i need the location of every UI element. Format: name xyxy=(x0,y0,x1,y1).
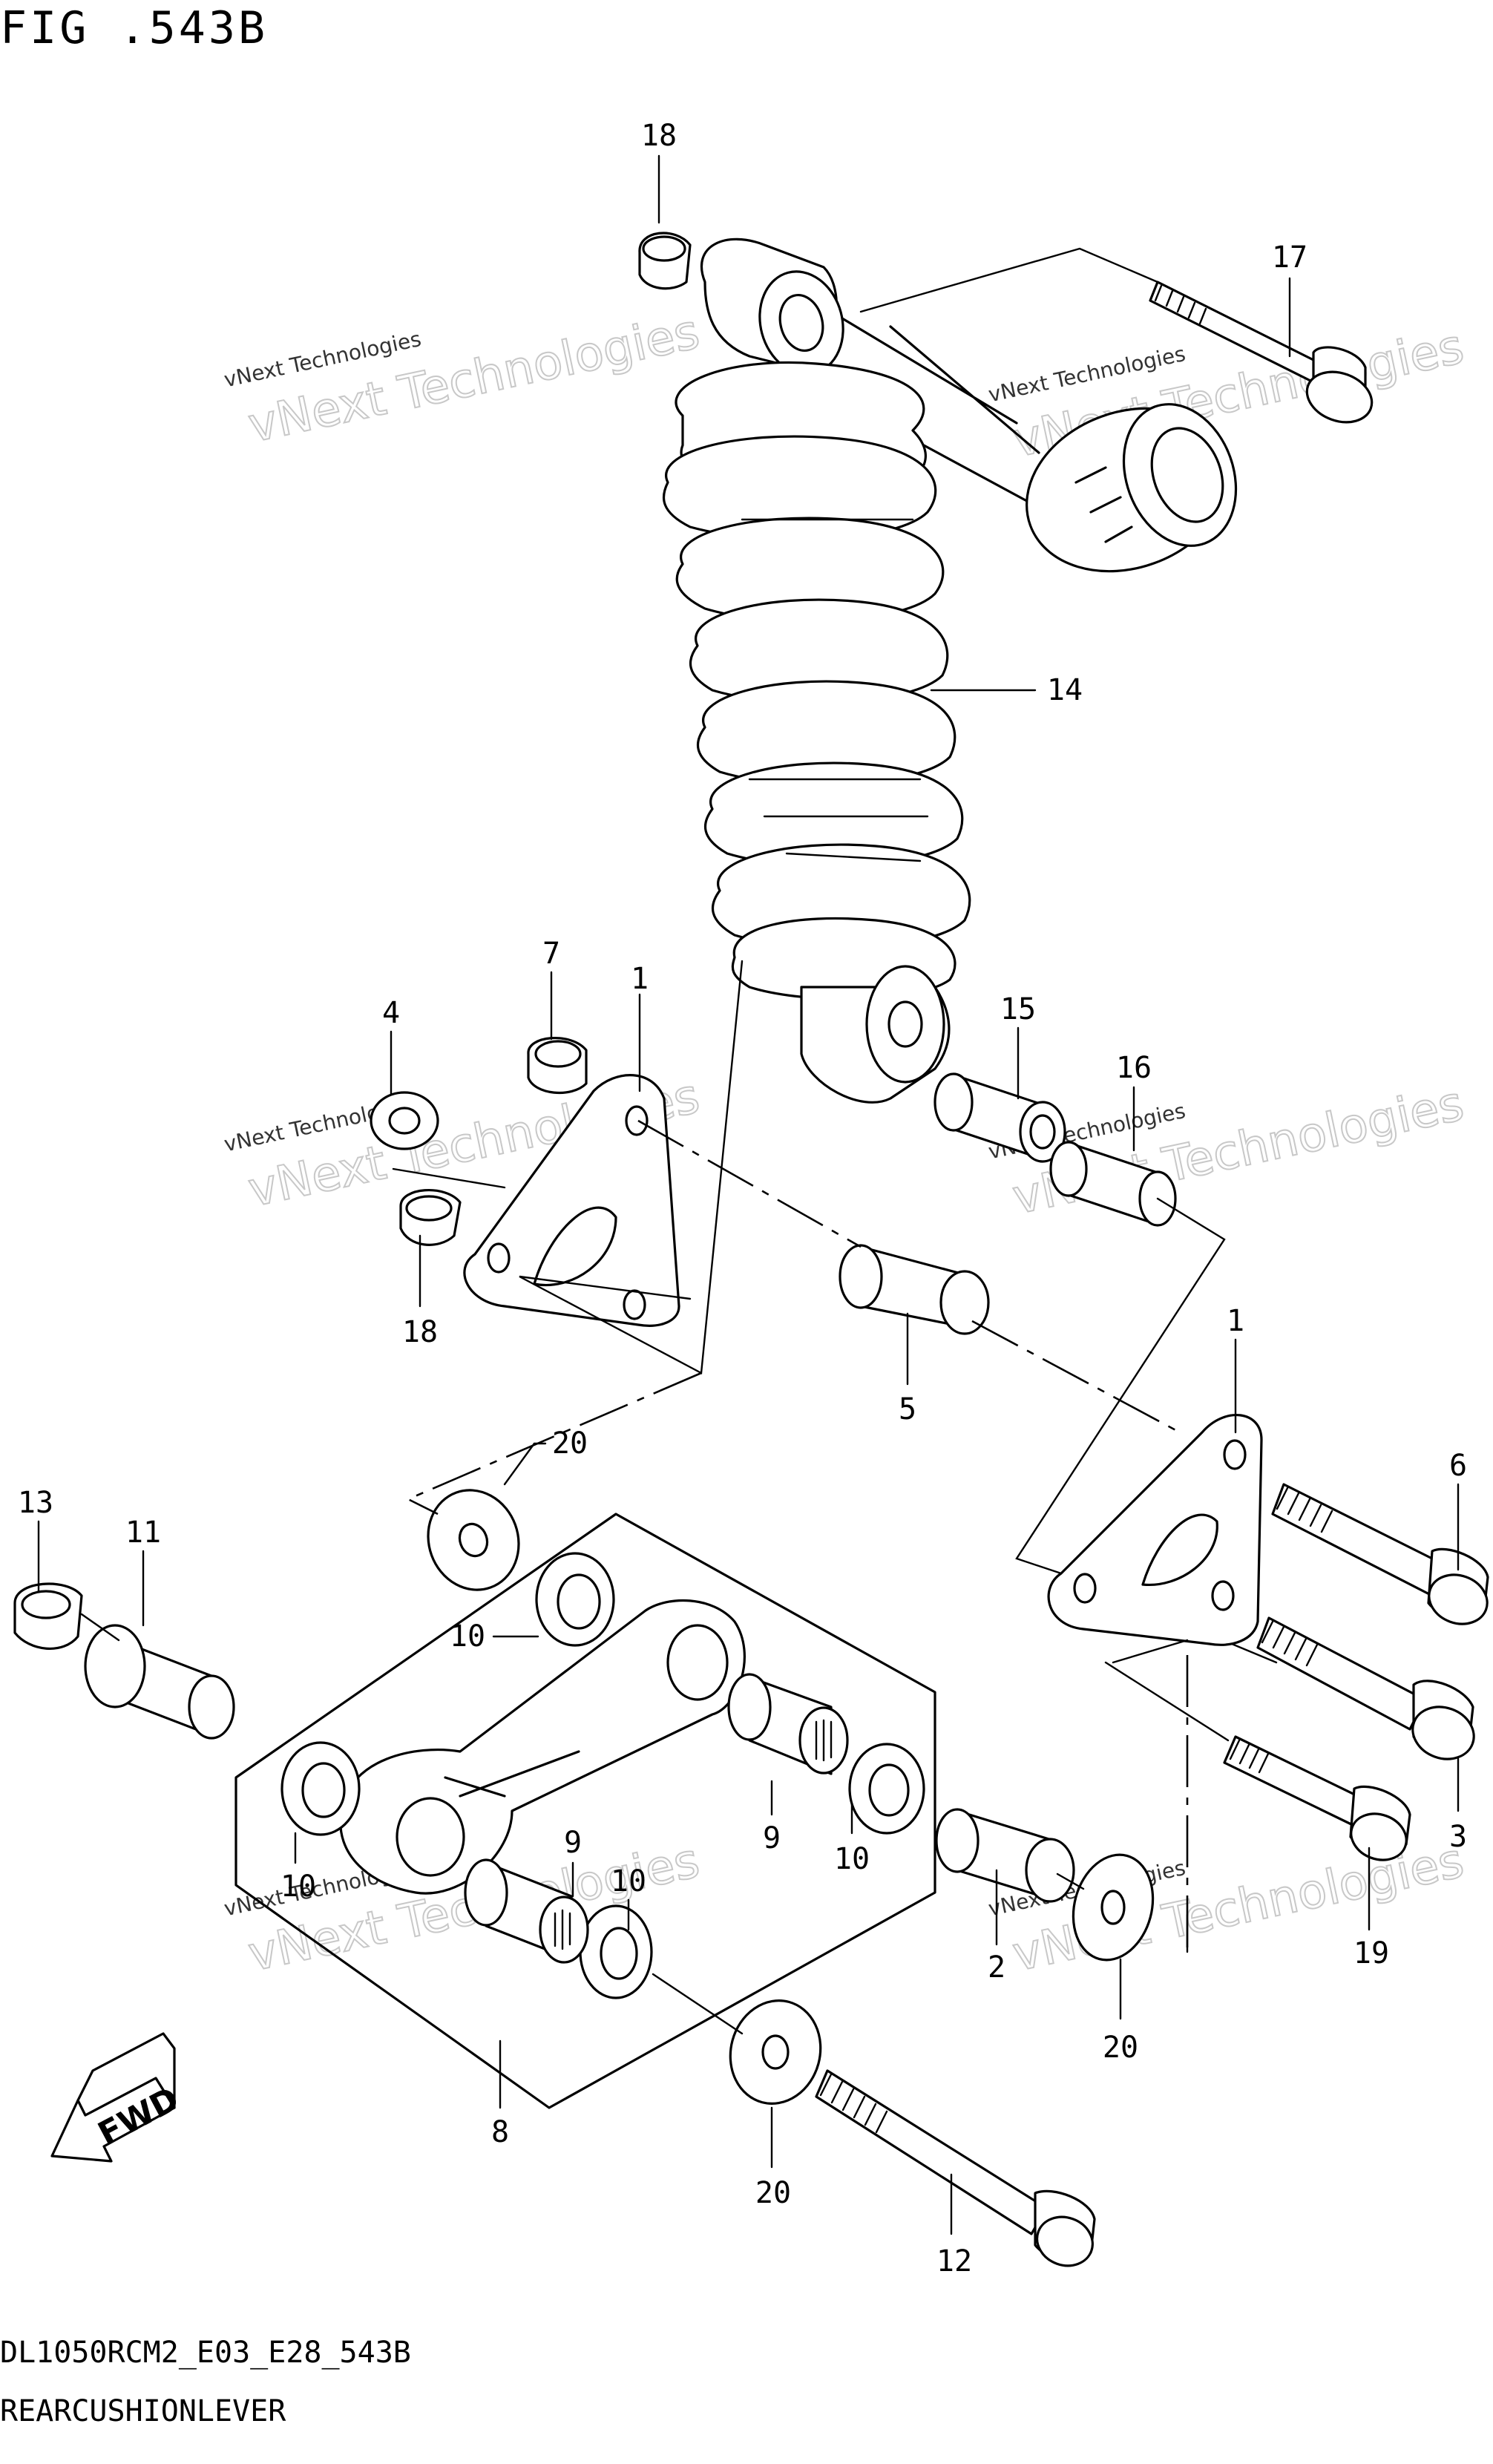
callout-label: 20 xyxy=(755,2176,791,2210)
callout-label: 5 xyxy=(899,1392,916,1426)
part-bearing-10-left xyxy=(280,1741,361,1836)
callout-label: 9 xyxy=(564,1826,582,1860)
part-bearing-10-right xyxy=(848,1743,925,1835)
callout-label: 15 xyxy=(1000,992,1036,1026)
part-nut-18-lower xyxy=(399,1188,462,1246)
part-washer-4 xyxy=(370,1091,439,1150)
watermark-group: vNext Technologies vNext Technologies xyxy=(222,304,705,454)
callout-label: 16 xyxy=(1116,1051,1152,1085)
part-washer-20-lower xyxy=(729,1999,822,2105)
callout-label: 1 xyxy=(1227,1304,1244,1338)
part-bolt-19 xyxy=(1223,1735,1411,1861)
part-needle-bearing-9-lower xyxy=(464,1858,589,1964)
figure-name: REARCUSHIONLEVER xyxy=(0,2394,286,2428)
part-washer-20-right xyxy=(1072,1853,1155,1962)
part-bearing-10-upper xyxy=(535,1552,615,1647)
part-collar-5 xyxy=(839,1244,990,1335)
callout-label: 18 xyxy=(641,119,677,153)
callout-label: 1 xyxy=(631,962,649,996)
part-washer-20-upper xyxy=(427,1489,520,1591)
callout-label: 10 xyxy=(834,1842,870,1876)
part-bearing-15 xyxy=(933,1072,1066,1163)
callout-label: 20 xyxy=(552,1426,588,1461)
callout-label: 19 xyxy=(1353,1936,1389,1970)
callout-label: 9 xyxy=(763,1821,781,1855)
callout-label: 20 xyxy=(1103,2031,1138,2065)
fwd-arrow: FWD xyxy=(50,2032,186,2163)
callout-label: 7 xyxy=(542,937,560,971)
callout-label: 2 xyxy=(988,1950,1005,1985)
part-left-plate xyxy=(463,1074,680,1327)
callout-label: 14 xyxy=(1047,673,1083,707)
callout-label: 8 xyxy=(491,2115,509,2149)
figure-code: DL1050RCM2_E03_E28_543B xyxy=(0,2336,411,2370)
leader-lines xyxy=(37,154,1460,2235)
part-top-nut xyxy=(638,232,692,290)
part-needle-bearing-9-upper xyxy=(727,1673,849,1775)
callout-label: 13 xyxy=(18,1486,53,1520)
part-upper-bolt xyxy=(1149,281,1374,424)
assembly-lines xyxy=(80,247,1278,2035)
watermark-outline: vNext Technologies xyxy=(244,304,704,453)
figure-title: FIG .543B xyxy=(0,2,268,54)
callout-label: 11 xyxy=(125,1516,161,1550)
part-collar-2 xyxy=(935,1808,1075,1903)
callout-label: 18 xyxy=(402,1315,438,1349)
part-bolt-6 xyxy=(1271,1483,1489,1625)
callout-label: 12 xyxy=(936,2244,972,2278)
callout-label: 17 xyxy=(1272,240,1307,275)
part-nut-13 xyxy=(13,1582,83,1651)
callout-label: 4 xyxy=(382,996,400,1030)
callout-label: 3 xyxy=(1449,1820,1467,1854)
callout-label: 10 xyxy=(611,1864,646,1898)
callout-label: 10 xyxy=(450,1619,485,1654)
callout-label: 10 xyxy=(280,1870,316,1904)
part-rear-shock-absorber xyxy=(662,237,1238,1104)
part-collar-11 xyxy=(84,1624,235,1740)
part-nut-7 xyxy=(527,1036,588,1095)
part-bearing-10-lower xyxy=(579,1904,653,1999)
part-bolt-12 xyxy=(815,2069,1096,2267)
callout-label: 6 xyxy=(1449,1449,1467,1483)
part-right-plate xyxy=(1047,1414,1263,1646)
callout-labels: 18 17 14 7 1 4 15 16 18 5 1 6 20 13 11 1… xyxy=(18,119,1467,2278)
part-bolt-3 xyxy=(1256,1616,1475,1760)
